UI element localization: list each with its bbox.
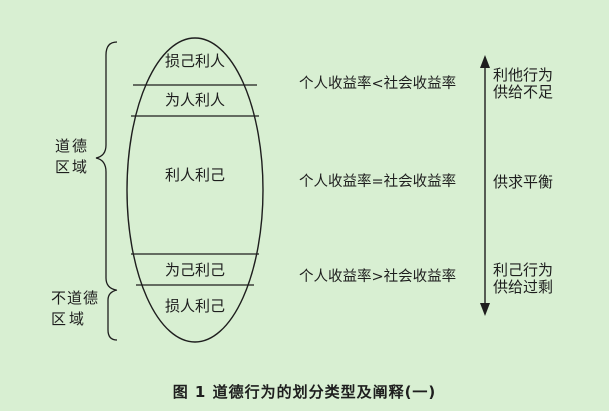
supply-shortage-label: 利他行为 供给不足 [493,67,553,101]
supply-shortage-line-1: 利他行为 [493,66,554,84]
supply-surplus-line-1: 利己行为 [493,261,554,279]
ratio-equal: 个人收益率=社会收益率 [299,174,457,190]
segment-sacrifice-self-benefit-others: 损己利人 [164,52,226,70]
arrow-up-head [480,55,490,68]
supply-balance-line-1: 供求平衡 [493,173,554,191]
supply-balance-label: 供求平衡 [493,174,553,191]
segment-for-self-benefit-self: 为己利己 [164,261,226,279]
immoral-zone-label: 不道德 区域 [51,288,99,330]
ratio-less-than: 个人收益率<社会收益率 [299,76,457,92]
behavior-ellipse [126,37,264,343]
figure-caption: 图 1 道德行为的划分类型及阐释(一) [172,383,437,401]
immoral-zone-line-1: 不道德 [51,289,100,307]
moral-zone-line-2: 区域 [55,158,90,176]
immoral-zone-brace [107,289,118,341]
moral-zone-label: 道德 区域 [55,136,89,178]
supply-shortage-line-2: 供给不足 [493,83,554,101]
segment-for-others-benefit-others: 为人利人 [164,91,226,109]
arrow-down-head [480,303,490,316]
ratio-greater-than: 个人收益率>社会收益率 [299,269,457,285]
supply-surplus-line-2: 供给过剩 [493,278,554,296]
immoral-zone-line-2: 区域 [51,310,88,328]
segment-benefit-others-benefit-self: 利人利己 [164,166,226,184]
moral-zone-brace [95,41,118,291]
moral-zone-line-1: 道德 [55,137,90,155]
segment-harm-others-benefit-self: 损人利己 [164,297,226,315]
supply-surplus-label: 利己行为 供给过剩 [493,262,553,296]
